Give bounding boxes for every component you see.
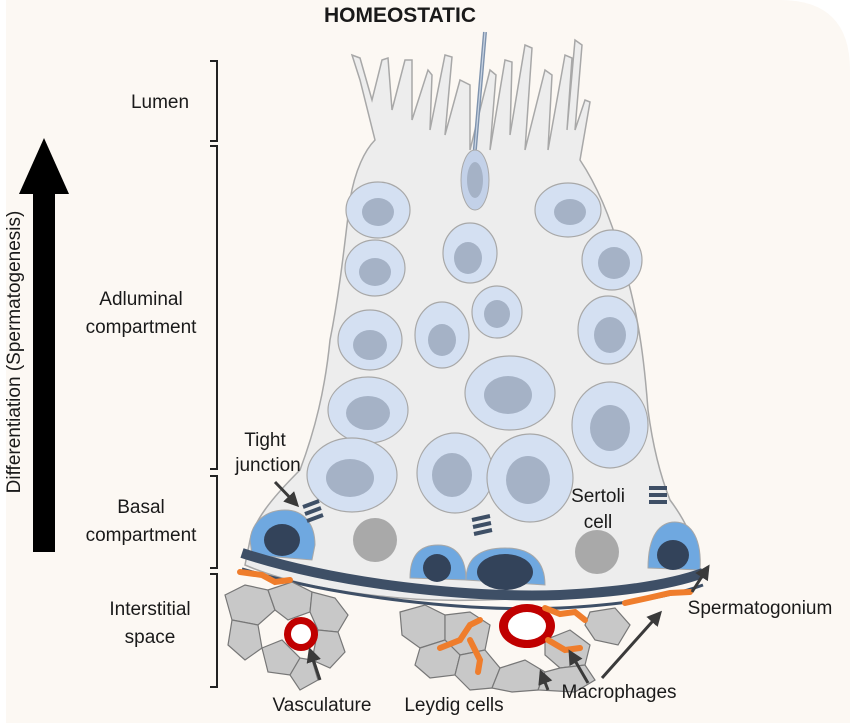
pointer-arrows bbox=[273, 480, 710, 691]
sertoli-nuclei bbox=[353, 518, 619, 574]
spermatogonia bbox=[249, 509, 701, 590]
vasculature-left bbox=[284, 617, 318, 651]
diagram-title: HOMEOSTATIC bbox=[324, 4, 476, 27]
label-basal-1: Basal bbox=[117, 497, 165, 518]
germ-cells bbox=[306, 181, 649, 523]
differentiation-axis-label: Differentiation (Spermatogenesis) bbox=[4, 211, 25, 494]
label-lumen: Lumen bbox=[131, 92, 189, 113]
macrophages bbox=[237, 569, 693, 675]
label-interstitial-1: Interstitial bbox=[109, 599, 190, 620]
basement-membrane bbox=[240, 548, 705, 601]
label-adluminal-2: compartment bbox=[86, 317, 198, 338]
label-macrophages: Macrophages bbox=[561, 682, 676, 703]
compartment-brackets bbox=[210, 60, 218, 688]
interstitial-cells-left bbox=[224, 581, 349, 691]
label-sertoli-2: cell bbox=[584, 512, 613, 533]
label-leydig: Leydig cells bbox=[404, 695, 503, 716]
label-vasculature: Vasculature bbox=[273, 695, 372, 716]
label-basal-2: compartment bbox=[86, 525, 198, 546]
label-tight-junction-2: junction bbox=[234, 455, 301, 476]
label-spermatogonium: Spermatogonium bbox=[688, 598, 833, 619]
label-sertoli-1: Sertoli bbox=[571, 486, 625, 507]
label-tight-junction-1: Tight bbox=[244, 430, 286, 451]
differentiation-arrow bbox=[19, 138, 69, 552]
tight-junctions bbox=[302, 486, 667, 536]
vasculature-center bbox=[499, 604, 555, 648]
label-interstitial-2: space bbox=[125, 627, 176, 648]
label-adluminal-1: Adluminal bbox=[99, 289, 182, 310]
